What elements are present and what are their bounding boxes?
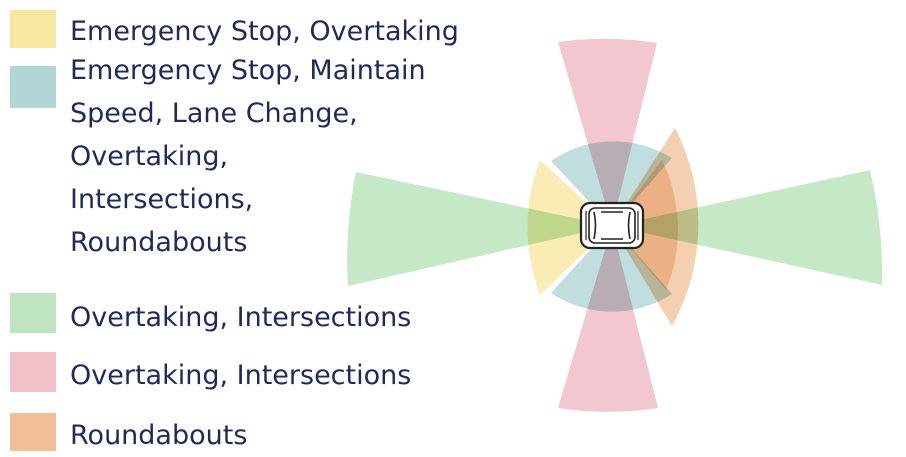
zone-corner-rear-right [551,226,672,312]
legend-swatch-teal [10,66,56,108]
zone-side-long-left [558,38,657,226]
zone-corner-front-left [551,141,672,226]
legend-swatch-green [10,293,56,333]
legend-label-pink: Overtaking, Intersections [70,360,412,391]
legend-label-yellow: Emergency Stop, Overtaking [70,16,459,47]
zone-mid-range-front-inner [612,160,678,290]
legend-swatch-pink [10,352,56,392]
zone-long-range-front [612,170,883,285]
zone-mid-range-rear [527,160,612,295]
legend: Emergency Stop, Overtaking Emergency Sto… [10,10,459,451]
legend-swatch-yellow [10,10,56,48]
legend-label-teal: Emergency Stop, Maintain Speed, Lane Cha… [70,55,426,258]
zone-side-long-right [558,226,658,412]
car-top-view-icon [579,201,645,250]
legend-label-green: Overtaking, Intersections [70,302,412,333]
coverage-zones [347,38,883,412]
legend-label-orange: Roundabouts [70,420,248,451]
legend-swatch-orange [10,413,56,451]
zone-long-range-rear [347,172,612,286]
